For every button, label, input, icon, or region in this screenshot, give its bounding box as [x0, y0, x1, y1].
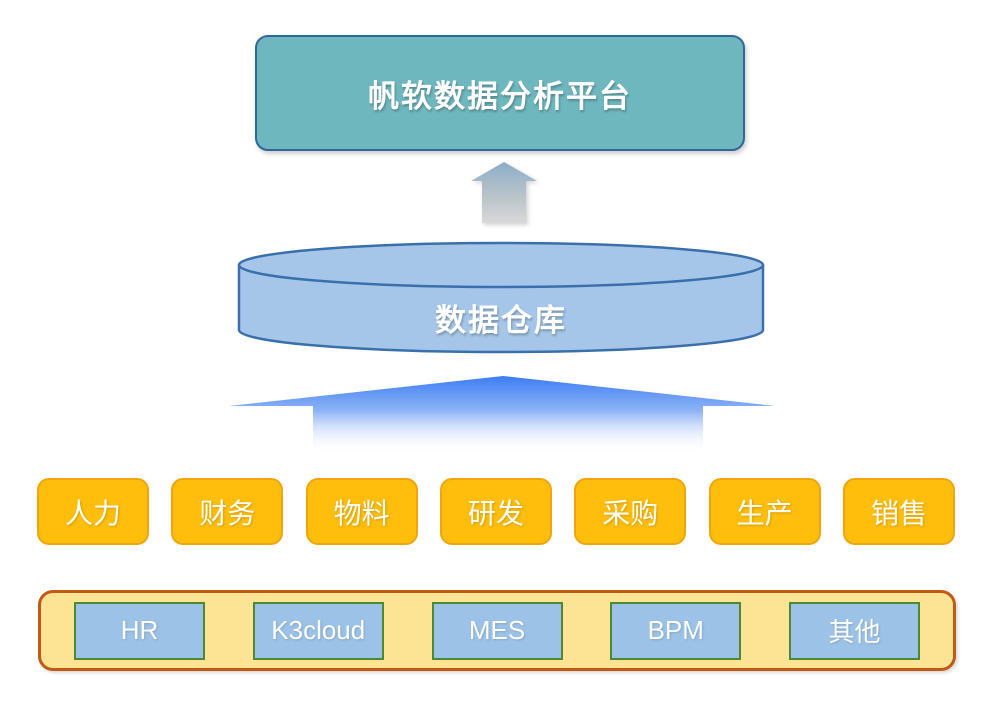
platform-box: 帆软数据分析平台 [255, 35, 745, 151]
domain-label: 研发 [467, 497, 524, 529]
system-label: K3cloud [271, 615, 366, 645]
domain-label: 财务 [199, 497, 256, 529]
system-box-k3cloud: K3cloud [252, 601, 384, 660]
system-label: 其他 [828, 617, 881, 647]
domain-label: 采购 [602, 497, 659, 529]
domain-box-sales: 销售 [842, 478, 955, 545]
domain-label: 物料 [333, 497, 390, 529]
domain-box-finance: 财务 [171, 478, 284, 545]
domain-row: 人力 财务 物料 研发 采购 生产 销售 [37, 478, 955, 545]
domain-box-material: 物料 [305, 478, 418, 545]
up-arrow-wide-icon [229, 376, 775, 454]
system-label: HR [120, 615, 159, 645]
warehouse-cylinder: 数据仓库 [237, 240, 765, 356]
domain-box-rnd: 研发 [439, 478, 552, 545]
domain-label: 人力 [64, 497, 121, 529]
cylinder-shape [237, 241, 765, 354]
domain-label: 销售 [870, 497, 927, 529]
system-box-bpm: BPM [610, 601, 742, 660]
system-box-other: 其他 [789, 601, 920, 660]
domain-box-hr: 人力 [37, 478, 149, 545]
system-box-hr: HR [74, 601, 205, 660]
systems-container: HR K3cloud MES BPM 其他 [38, 590, 956, 671]
platform-label: 帆软数据分析平台 [368, 78, 632, 114]
system-box-mes: MES [431, 601, 563, 660]
domain-box-production: 生产 [708, 478, 821, 545]
domain-box-procurement: 采购 [574, 478, 687, 545]
system-label: BPM [647, 615, 704, 645]
up-arrow-icon [471, 162, 537, 223]
system-label: MES [468, 615, 526, 645]
domain-label: 生产 [736, 497, 793, 529]
